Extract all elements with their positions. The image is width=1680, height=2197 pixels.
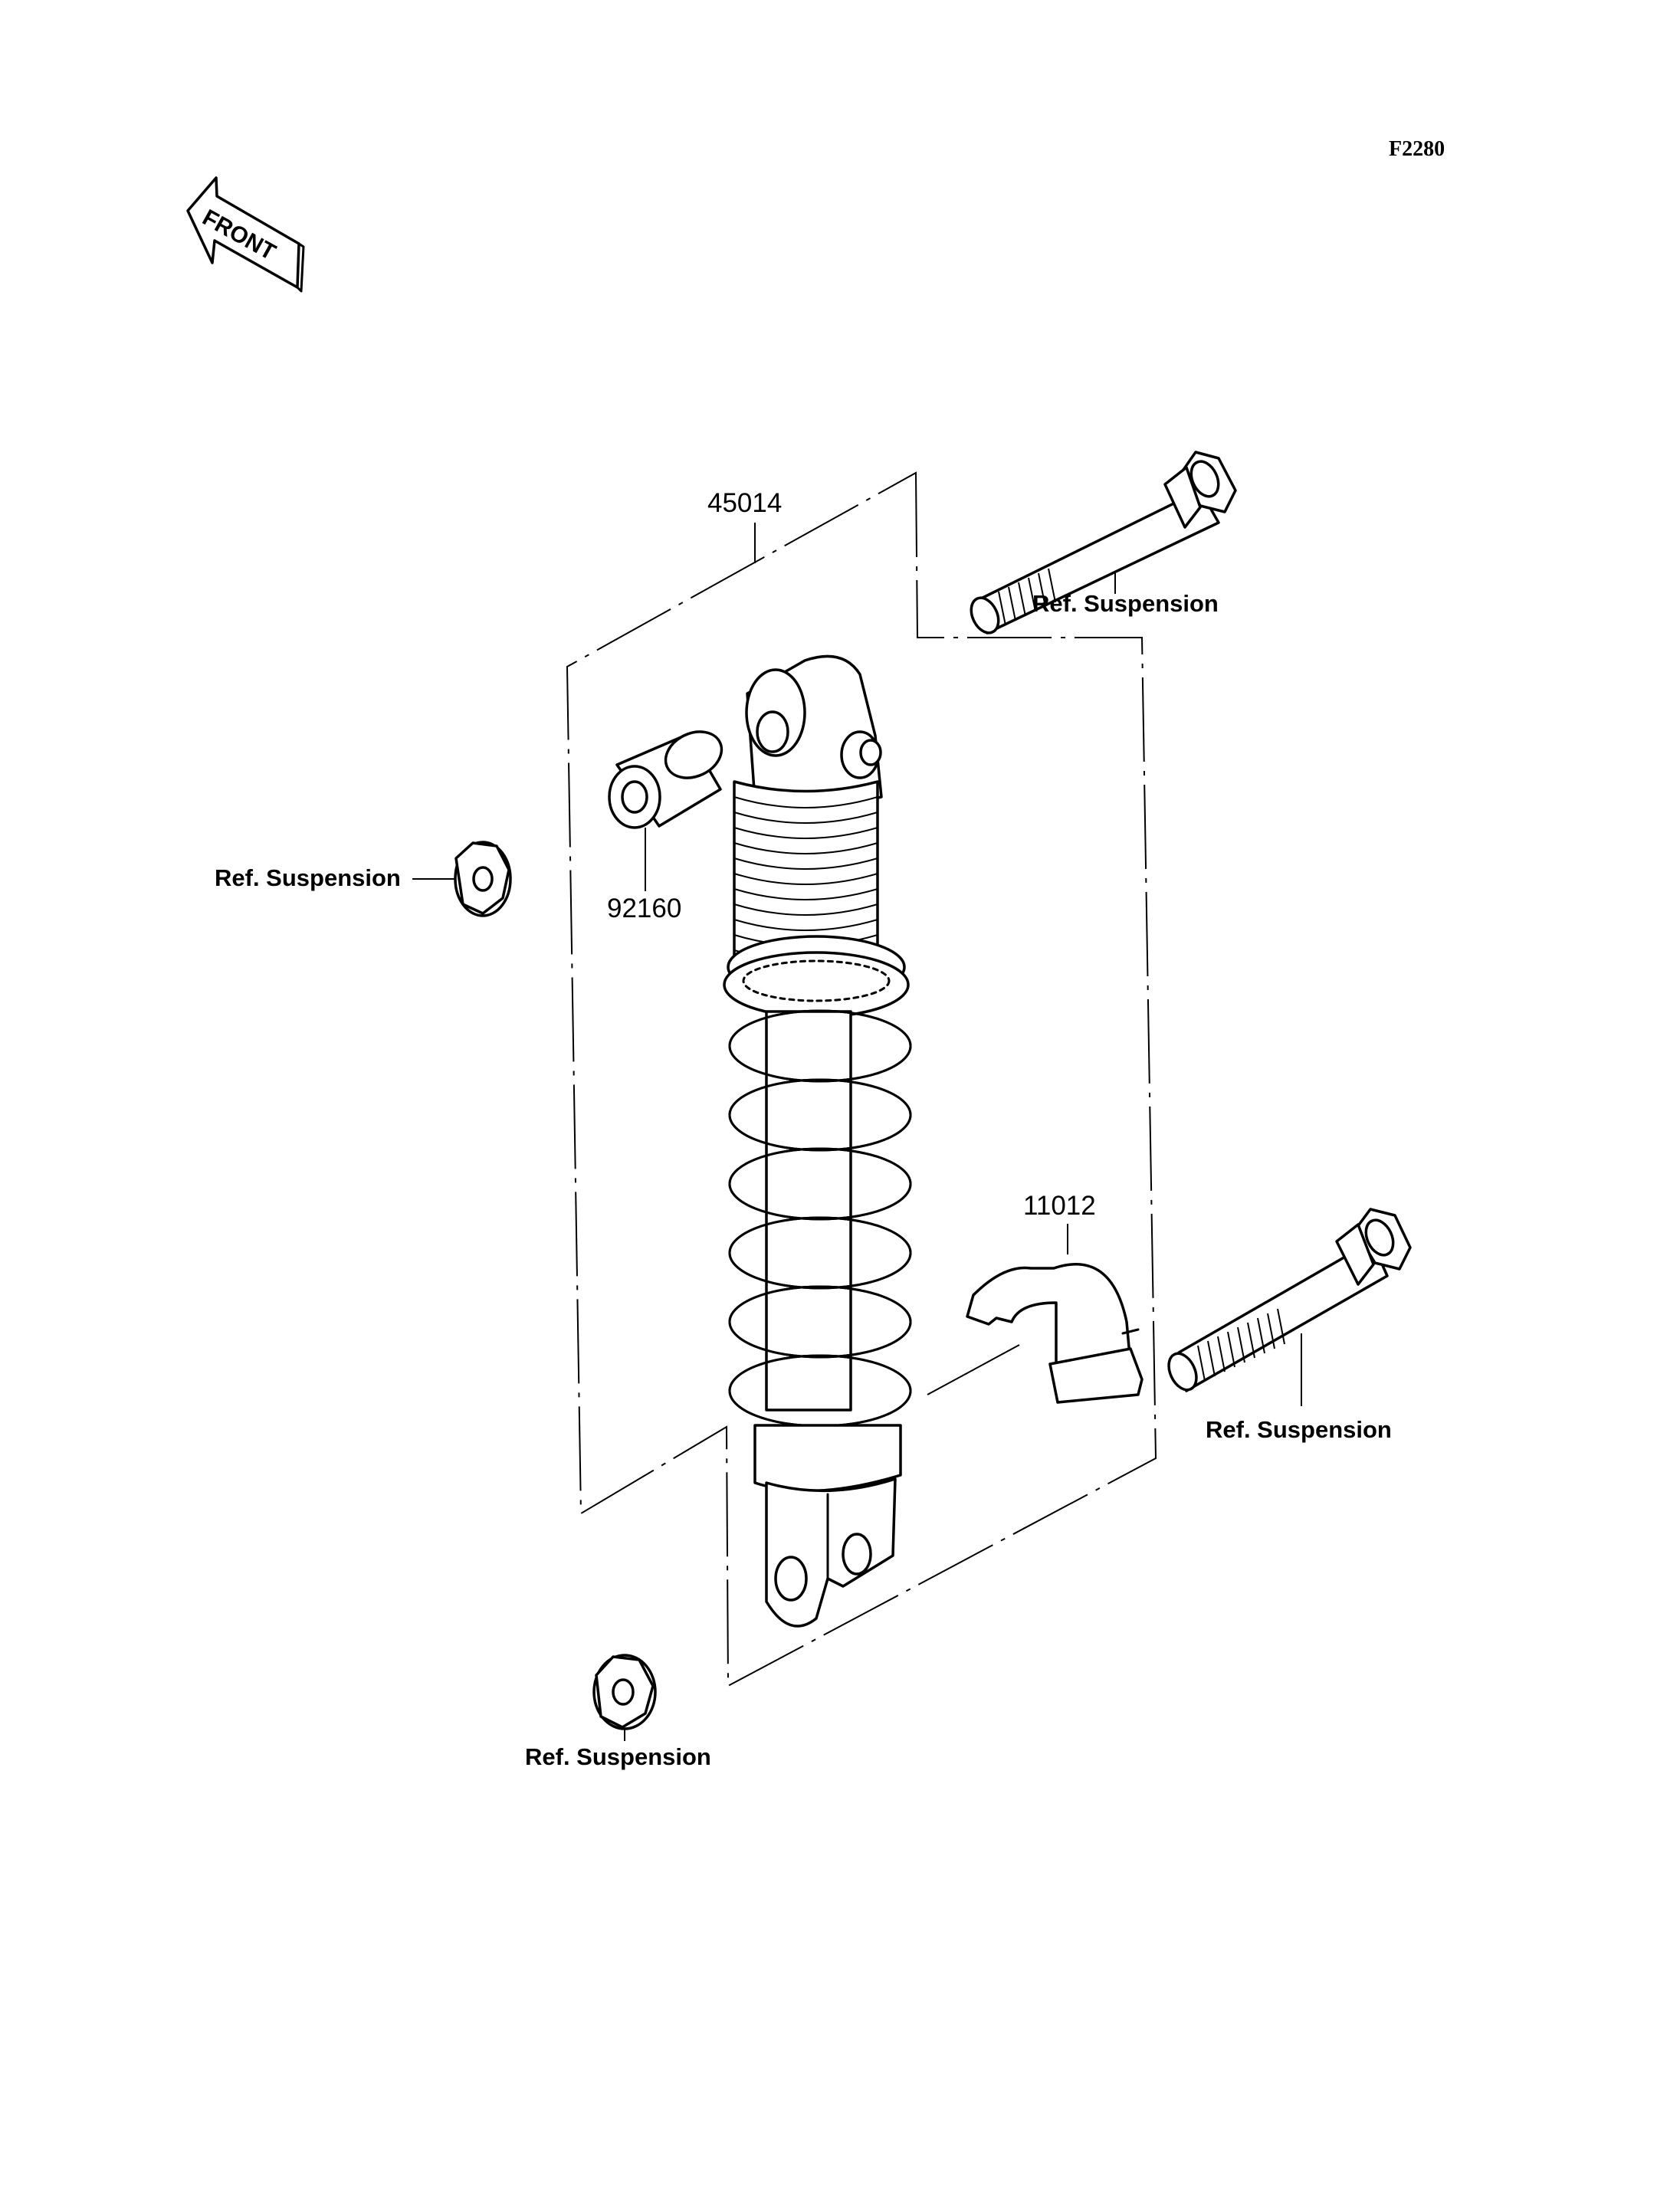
ref-suspension-upper-nut: Ref. Suspension	[215, 864, 401, 891]
part-number-92160: 92160	[607, 894, 681, 923]
upper-nut	[454, 841, 512, 917]
ref-suspension-lower-nut: Ref. Suspension	[525, 1743, 711, 1770]
lower-bolt	[1167, 1208, 1412, 1392]
upper-bolt	[970, 451, 1237, 635]
shock-absorber	[723, 654, 912, 1628]
diagram-code: F2280	[1389, 137, 1445, 161]
part-number-45014: 45014	[707, 488, 782, 518]
part-number-11012: 11012	[1023, 1191, 1096, 1221]
collar	[608, 730, 724, 829]
front-arrow-icon: FRONT	[186, 176, 305, 293]
ref-suspension-upper-bolt: Ref. Suspension	[1032, 590, 1219, 617]
clamp	[966, 1263, 1144, 1404]
lower-nut	[592, 1654, 657, 1730]
ref-suspension-lower-bolt: Ref. Suspension	[1206, 1416, 1392, 1443]
assembly-boundary	[566, 471, 1157, 1687]
